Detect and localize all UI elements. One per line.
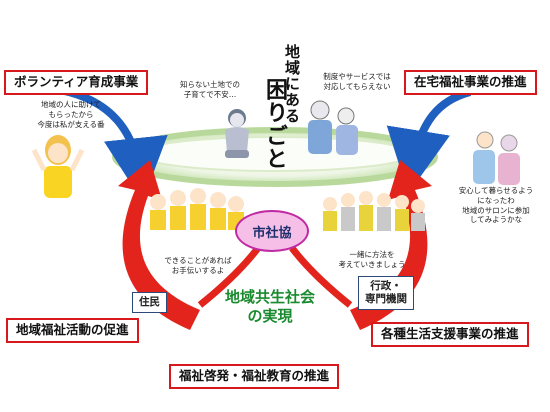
red-arrow-inner-left — [197, 245, 261, 308]
speech-parenting-1: 知らない土地での — [180, 80, 240, 89]
label-volunteer-training: ボランティア育成事業 — [4, 70, 149, 95]
happy-elderly-couple-icon — [473, 131, 520, 185]
blue-arrow-right — [386, 88, 472, 194]
speech-residents-2: お手伝いするよ — [171, 265, 225, 275]
speech-services-2: 対応してもらえない — [323, 81, 391, 91]
speech-elderly: 安心して暮らせるよう になったわ 地域のサロンに参加 してみようかな — [446, 186, 546, 225]
speech-services-1: 制度やサービスでは — [323, 72, 391, 81]
troubled-elderly-couple-icon — [308, 100, 358, 155]
admin-line1: 行政・ — [370, 280, 402, 292]
shakyo-badge: 市社協 — [235, 210, 309, 252]
speech-residents-1: できることがあれば — [164, 256, 232, 265]
center-goal-line2: の実現 — [247, 306, 293, 325]
speech-volunteer-2: もらったから — [48, 109, 94, 119]
speech-residents: できることがあれば お手伝いするよ — [148, 256, 248, 276]
speech-professionals-1: 一緒に方法を — [349, 250, 395, 259]
center-goal-line1: 地域共生社会 — [224, 288, 315, 306]
speech-volunteer-1: 地域の人に助けて — [41, 100, 101, 109]
center-goal: 地域共生社会 の実現 — [210, 288, 330, 326]
red-arrow-left — [118, 160, 200, 330]
red-arrow-inner-right — [289, 245, 353, 308]
speech-professionals: 一緒に方法を 考えていきましょう — [322, 250, 422, 270]
admin-box: 行政・ 専門機関 — [358, 276, 414, 311]
label-life-support: 各種生活支援事業の推進 — [371, 322, 529, 347]
worried-mother-icon — [225, 109, 249, 158]
residents-box: 住民 — [132, 292, 167, 314]
speech-parenting-2: 子育てで不安… — [183, 89, 237, 99]
speech-elderly-3: 地域のサロンに参加 — [462, 205, 530, 215]
title-line2: 困りごと — [262, 78, 287, 170]
speech-parenting: 知らない土地での 子育てで不安… — [170, 80, 250, 100]
residents-group-icon — [150, 188, 244, 230]
speech-elderly-4: してみようかな — [469, 215, 523, 225]
speech-professionals-2: 考えていきましょう — [338, 259, 406, 269]
label-community-activity: 地域福祉活動の促進 — [6, 318, 139, 343]
speech-elderly-1: 安心して暮らせるよう — [458, 186, 534, 195]
admin-line2: 専門機関 — [365, 293, 407, 306]
professionals-group-icon — [323, 191, 425, 231]
label-welfare-education: 福祉啓発・福祉教育の推進 — [169, 364, 340, 389]
speech-volunteer: 地域の人に助けて もらったから 今度は私が支える番 — [16, 100, 126, 129]
label-home-welfare: 在宅福祉事業の推進 — [404, 70, 537, 95]
speech-services: 制度やサービスでは 対応してもらえない — [312, 72, 402, 92]
title-line1: 地域にある — [283, 44, 301, 124]
volunteer-woman-icon — [31, 135, 85, 198]
speech-volunteer-3: 今度は私が支える番 — [37, 119, 105, 129]
speech-elderly-2: になったわ — [477, 195, 515, 205]
